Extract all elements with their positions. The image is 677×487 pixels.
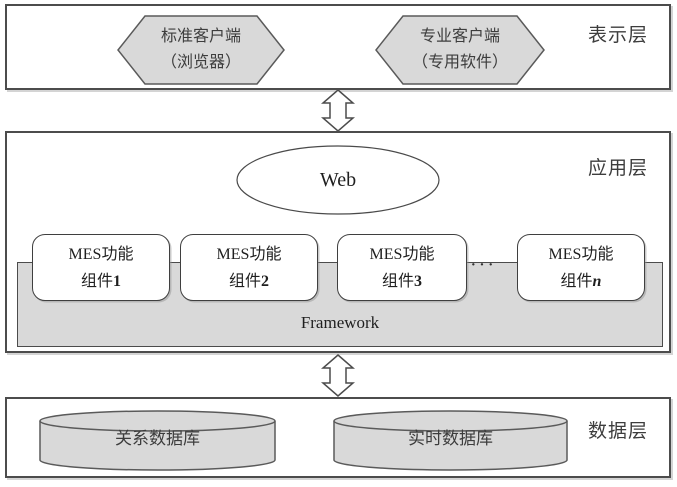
mes-component-3-index: 3 xyxy=(414,272,422,290)
mes-component-2-index: 2 xyxy=(261,272,269,290)
mes-component-2-line2: 组件2 xyxy=(228,272,269,290)
presentation-layer-label: 表示层 xyxy=(588,25,649,46)
mes-component-2: MES功能 组件2 xyxy=(180,234,318,301)
relational-db-node: 关系数据库 xyxy=(39,410,276,472)
cylinder-shape-icon xyxy=(333,410,568,471)
mes-component-1-line2: 组件1 xyxy=(80,272,121,290)
mes-component-1-line1: MES功能 xyxy=(68,245,134,263)
standard-client-line2: （浏览器） xyxy=(160,54,241,71)
mes-component-n-line1: MES功能 xyxy=(548,245,614,263)
mes-component-3-line2: 组件3 xyxy=(381,272,422,290)
application-layer-label: 应用层 xyxy=(588,158,649,179)
ellipsis-dots: ··· xyxy=(470,254,496,276)
professional-client-node: 专业客户端 （专用软件） xyxy=(375,15,545,85)
hexagon-shape-icon xyxy=(375,15,545,85)
realtime-db-node: 实时数据库 xyxy=(333,410,568,472)
realtime-db-label: 实时数据库 xyxy=(408,429,493,448)
hexagon-shape-icon xyxy=(117,15,285,85)
professional-client-line2: （专用软件） xyxy=(411,54,508,71)
mes-component-n: MES功能 组件n xyxy=(517,234,645,301)
mes-component-3: MES功能 组件3 xyxy=(337,234,467,301)
professional-client-text: 专业客户端 （专用软件） xyxy=(375,15,545,85)
web-label: Web xyxy=(319,168,357,191)
mes-component-1-index: 1 xyxy=(113,272,121,290)
standard-client-line1: 标准客户端 xyxy=(160,28,241,45)
web-node: Web xyxy=(236,145,440,215)
standard-client-node: 标准客户端 （浏览器） xyxy=(117,15,285,85)
ellipse-shape-icon xyxy=(236,145,440,215)
double-arrow-icon xyxy=(320,89,356,137)
relational-db-label: 关系数据库 xyxy=(115,429,200,448)
mes-component-n-index: n xyxy=(592,272,602,290)
mes-component-3-line1: MES功能 xyxy=(369,245,435,263)
cylinder-shape-icon xyxy=(39,410,276,471)
mes-component-2-line1: MES功能 xyxy=(216,245,282,263)
framework-label: Framework xyxy=(300,313,380,332)
presentation-layer-box xyxy=(5,4,671,90)
standard-client-text: 标准客户端 （浏览器） xyxy=(117,15,285,85)
double-arrow-icon xyxy=(320,354,356,402)
mes-component-n-line2: 组件n xyxy=(560,272,602,290)
professional-client-line1: 专业客户端 xyxy=(419,28,500,45)
data-layer-label: 数据层 xyxy=(588,421,649,442)
mes-component-1: MES功能 组件1 xyxy=(32,234,170,301)
